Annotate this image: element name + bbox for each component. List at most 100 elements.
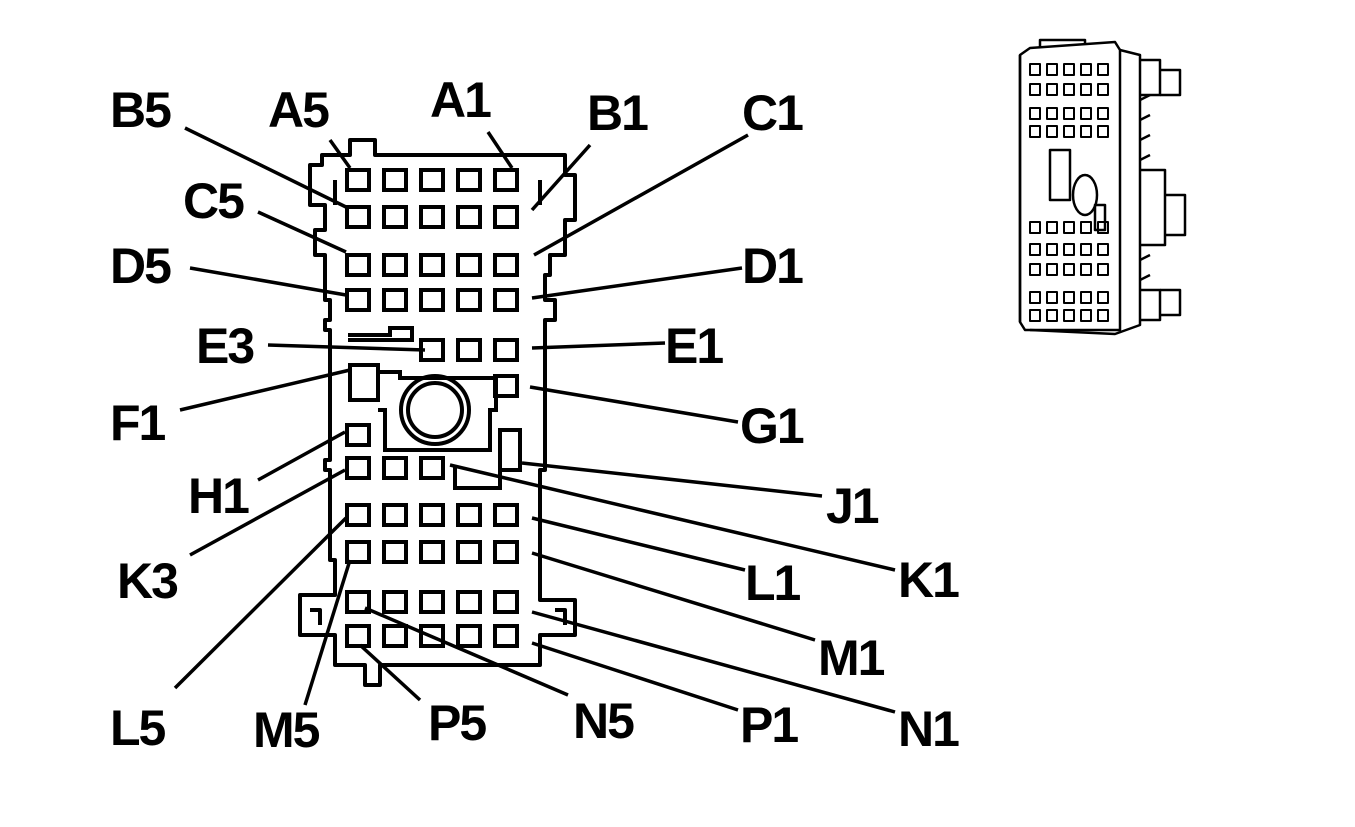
pin-cavity [493,503,519,527]
label-b5: B5 [110,82,171,138]
leader-h1 [257,430,346,482]
label-m5: M5 [253,702,320,758]
label-m1: M1 [818,630,885,686]
pin-cavity [456,168,482,192]
thumbnail-pin-cavity [1046,263,1058,276]
leader-a1 [486,131,514,169]
label-p5: P5 [428,695,486,751]
pin-cavity [456,253,482,277]
label-a5: A5 [268,82,329,138]
thumbnail-pin-cavity [1046,83,1058,96]
leader-n5 [364,606,569,697]
leader-d5 [189,266,347,297]
pin-cavity [456,540,482,564]
pin-cavity [419,503,445,527]
label-a1: A1 [430,72,491,128]
pin-cavity-grid [345,168,519,648]
label-n1: N1 [898,701,959,757]
thumbnail-pin-cavity [1046,309,1058,322]
leader-c5 [257,210,347,254]
pin-cavity [493,374,519,398]
pin-cavity [382,503,408,527]
thumbnail-pin-cavity [1046,291,1058,304]
leader-k3 [189,468,346,557]
label-c1: C1 [742,85,803,141]
pin-cavity [419,205,445,229]
thumbnail-pin-cavity [1063,83,1075,96]
pin-cavity [456,338,482,362]
thumbnail-bolt [1071,173,1099,217]
pin-cavity [419,624,445,648]
pin-cavity [419,456,445,480]
pin-cavity [382,456,408,480]
label-h1: H1 [188,468,249,524]
pin-cavity [419,590,445,614]
pin-labels: B5 A5 A1 B1 C1 C5 D5 D1 E3 E1 F1 G1 H1 J… [110,72,961,758]
pin-cavity [493,168,519,192]
pin-cavity [345,288,371,312]
leader-p5 [358,643,422,702]
pin-cavity [456,503,482,527]
leader-n1 [531,610,896,714]
thumbnail-pin-cavity [1029,243,1041,256]
pin-cavity [456,624,482,648]
thumbnail-pin-cavity [1097,291,1109,304]
label-p1: P1 [740,697,798,753]
label-e3: E3 [196,318,253,374]
thumbnail-pin-cavity [1080,263,1092,276]
pin-cavity [456,205,482,229]
label-l5: L5 [110,700,166,756]
pin-cavity [382,590,408,614]
label-e1: E1 [665,318,723,374]
thumbnail-pin-cavity [1097,221,1109,234]
leader-l1 [531,516,746,572]
label-d5: D5 [110,238,171,294]
leader-b1 [530,143,592,212]
label-n5: N5 [573,693,634,749]
thumbnail-pin-cavity [1080,309,1092,322]
connector-face [298,138,577,687]
label-k3: K3 [117,553,177,609]
leader-p1 [531,641,739,712]
leader-m5 [303,559,352,706]
mounting-bolt-inner [406,381,464,439]
thumbnail-pin-cavity [1029,309,1041,322]
pin-cavity [345,540,371,564]
leader-g1 [529,385,739,424]
leader-e1 [531,341,666,350]
thumbnail-pin-cavity [1029,291,1041,304]
thumbnail-pin-cavity [1080,221,1092,234]
thumbnail-pin-cavity [1046,243,1058,256]
thumbnail-pin-cavity [1029,63,1041,76]
thumbnail-pin-cavity [1029,107,1041,120]
pin-cavity [493,590,519,614]
label-c5: C5 [183,173,244,229]
thumbnail-pin-cavity [1097,63,1109,76]
pin-cavity [493,338,519,362]
thumbnail-pin-cavity [1097,125,1109,138]
pin-cavity [382,253,408,277]
label-d1: D1 [742,238,803,294]
thumbnail-pin-cavity [1029,221,1041,234]
label-f1: F1 [110,395,166,451]
pin-cavity [345,456,371,480]
pin-cavity [493,253,519,277]
leader-f1 [179,368,351,412]
thumbnail-pin-cavity [1080,243,1092,256]
leader-m1 [531,551,816,642]
leader-d1 [531,266,743,300]
label-j1: J1 [826,478,879,534]
pin-cavity [345,423,371,447]
pin-cavity [419,168,445,192]
thumbnail-pin-cavity [1063,291,1075,304]
pin-cavity [493,540,519,564]
pin-cavity [382,540,408,564]
label-l1: L1 [745,555,801,611]
pin-cavity [382,168,408,192]
label-b1: B1 [587,85,648,141]
pin-cavity [419,288,445,312]
thumbnail-pin-cavity [1063,221,1075,234]
leader-l5 [173,516,348,690]
pin-cavity [382,205,408,229]
